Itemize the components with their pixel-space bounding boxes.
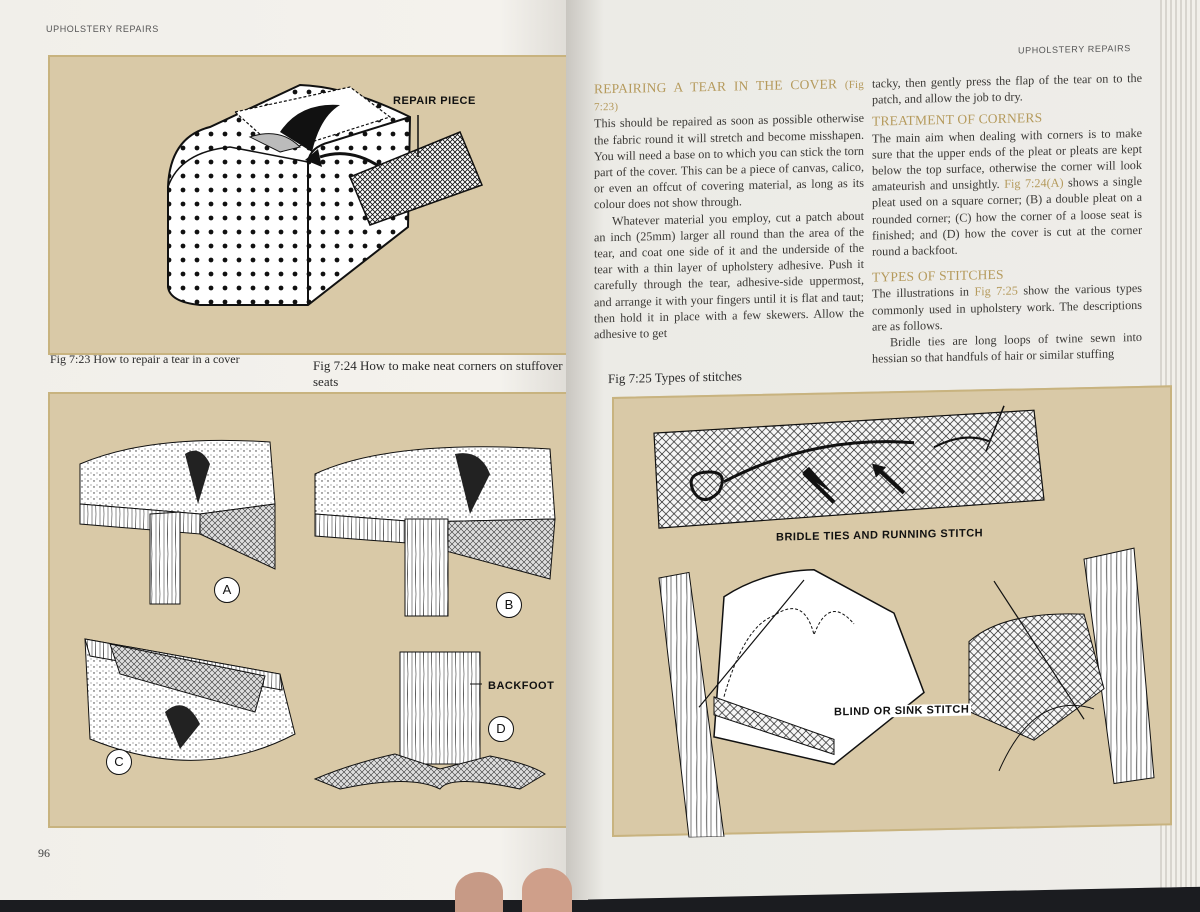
para-tear-2-cont: tacky, then gently press the flap of the… <box>872 70 1142 107</box>
figure-7-25-panel: BRIDLE TIES AND RUNNING STITCH BLIND OR … <box>612 385 1172 838</box>
heading-repairing-tear: REPAIRING A TEAR IN THE COVER (Fig 7:23) <box>594 76 864 114</box>
corner-illustrations <box>79 439 556 790</box>
para-bridle: Bridle ties are long loops of twine sewn… <box>872 329 1142 366</box>
para-tear-1: This should be repaired as soon as possi… <box>594 111 864 212</box>
label-a: A <box>214 577 240 603</box>
stitch-illustrations <box>653 405 1155 838</box>
cushion-repair-illustration <box>167 83 483 306</box>
figure-7-23-panel: REPAIR PIECE <box>48 55 568 355</box>
right-page: UPHOLSTERY REPAIRS REPAIRING A TEAR IN T… <box>566 0 1200 900</box>
fingertip-left <box>455 872 503 912</box>
page-number: 96 <box>38 846 50 860</box>
fig-7-24-caption: Fig 7:24 How to make neat corners on stu… <box>313 358 563 389</box>
left-page: UPHOLSTERY REPAIRS <box>0 0 588 900</box>
label-d: D <box>488 716 514 742</box>
figure-7-24-panel: A B C D BACKFOOT <box>48 392 576 828</box>
fig-7-23-caption: Fig 7:23 How to repair a tear in a cover <box>50 352 240 366</box>
fig-7-25-caption: Fig 7:25 Types of stitches <box>608 368 742 387</box>
running-head-left: UPHOLSTERY REPAIRS <box>46 24 159 34</box>
text-column-right: tacky, then gently press the flap of the… <box>872 70 1142 367</box>
text-column-left: REPAIRING A TEAR IN THE COVER (Fig 7:23)… <box>594 76 864 343</box>
running-head-right: UPHOLSTERY REPAIRS <box>1018 43 1131 56</box>
para-tear-2: Whatever material you employ, cut a patc… <box>594 208 864 342</box>
label-b: B <box>496 592 522 618</box>
para-stitches: The illustrations in Fig 7:25 show the v… <box>872 281 1142 334</box>
repair-piece-label: REPAIR PIECE <box>393 95 476 107</box>
label-c: C <box>106 749 132 775</box>
para-corners: The main aim when dealing with corners i… <box>872 125 1143 259</box>
backfoot-label: BACKFOOT <box>488 680 555 692</box>
fingertip-right <box>522 868 572 912</box>
